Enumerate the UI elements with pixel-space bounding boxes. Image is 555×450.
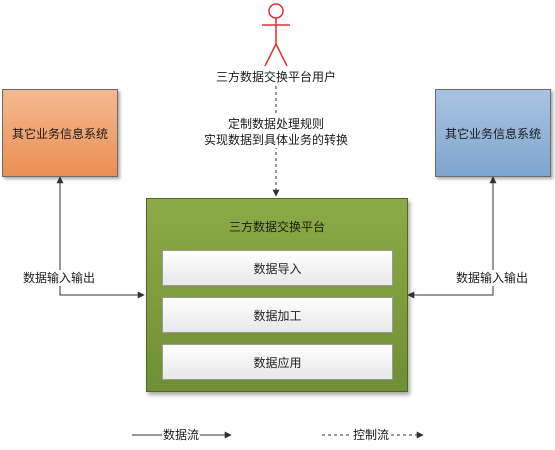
- right-link-label: 数据输入输出: [455, 270, 530, 286]
- left-system-label: 其它业务信息系统: [11, 126, 108, 141]
- legend-control-flow-label: 控制流: [353, 428, 390, 442]
- module-label: 数据应用: [253, 355, 302, 370]
- left-link-label: 数据输入输出: [22, 270, 97, 286]
- module-data-processing: 数据加工: [162, 297, 393, 333]
- exchange-platform: 三方数据交换平台 数据导入 数据加工 数据应用: [146, 198, 408, 392]
- legend-data-flow-label: 数据流: [163, 428, 200, 442]
- control-note-line2: 实现数据到具体业务的转换: [166, 132, 386, 148]
- user-figure-icon: [262, 3, 290, 67]
- right-data-link: [407, 176, 497, 299]
- platform-title: 三方数据交换平台: [228, 220, 325, 234]
- user-label: 三方数据交换平台用户: [176, 69, 376, 85]
- module-data-application: 数据应用: [162, 344, 393, 380]
- module-label: 数据加工: [253, 308, 302, 323]
- right-system-label: 其它业务信息系统: [444, 126, 541, 141]
- module-data-import: 数据导入: [162, 250, 393, 286]
- left-data-link: [56, 176, 145, 299]
- module-label: 数据导入: [253, 261, 302, 276]
- control-note-line1: 定制数据处理规则: [176, 116, 376, 132]
- right-business-system: 其它业务信息系统: [435, 89, 551, 177]
- left-business-system: 其它业务信息系统: [2, 89, 118, 177]
